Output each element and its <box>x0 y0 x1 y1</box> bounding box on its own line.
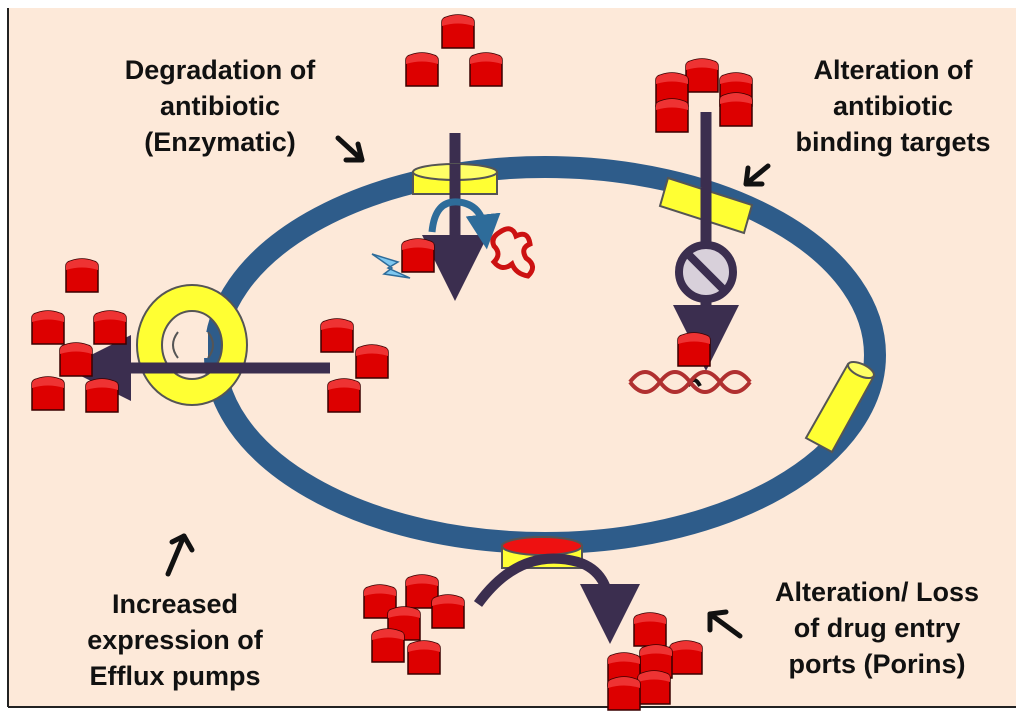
antibiotic-block-icon <box>65 258 99 293</box>
antibiotic-block-icon <box>655 98 689 133</box>
pointer-arrow-icon <box>335 135 365 163</box>
efflux-label-line: Increased <box>111 589 239 619</box>
degradation-label-line: (Enzymatic) <box>144 127 296 157</box>
degradation-label-line: antibiotic <box>160 91 280 121</box>
pointer-arrow-icon <box>707 609 743 639</box>
antibiotic-block-icon <box>685 58 719 93</box>
dna-helix-icon <box>628 370 752 394</box>
antibiotic-block-icon <box>405 52 439 87</box>
antibiotic-block-icon <box>719 92 753 127</box>
antibiotic-block-icon <box>669 640 703 675</box>
antibiotic-block-icon <box>441 14 475 49</box>
no-entry-icon <box>675 241 737 303</box>
porins-label: Alteration/ Loss of drug entry ports (Po… <box>752 574 1002 682</box>
antibiotic-block-icon <box>431 594 465 629</box>
background-panel <box>8 8 1016 707</box>
degradation-arrow <box>428 198 501 250</box>
degradation-label: Degradation of antibiotic (Enzymatic) <box>70 52 370 160</box>
efflux-pump-icon <box>135 284 249 406</box>
efflux-label: Increased expression of Efflux pumps <box>60 586 290 694</box>
antibiotic-block-icon <box>401 238 435 273</box>
antibiotic-block-icon <box>59 342 93 377</box>
porin-bypass-arrow <box>473 553 640 644</box>
binding-label-line: antibiotic <box>833 91 953 121</box>
binding-targets-label: Alteration of antibiotic binding targets <box>768 52 1018 160</box>
antibiotic-block-icon <box>607 676 641 711</box>
antibiotic-block-icon <box>677 332 711 367</box>
efflux-label-line: Efflux pumps <box>89 661 261 691</box>
antibiotic-block-icon <box>633 612 667 647</box>
pointer-arrow-icon <box>743 163 771 187</box>
antibiotic-block-icon <box>469 52 503 87</box>
enzyme-spark-icon <box>371 253 411 279</box>
binding-label-line: Alteration of <box>813 55 973 85</box>
porins-label-line: ports (Porins) <box>788 649 966 679</box>
binding-label-line: binding targets <box>795 127 991 157</box>
antibiotic-block-icon <box>93 310 127 345</box>
antibiotic-block-icon <box>637 670 671 705</box>
porin-right-top-icon <box>658 176 754 235</box>
antibiotic-block-icon <box>31 310 65 345</box>
porins-label-line: Alteration/ Loss <box>774 577 980 607</box>
antibiotic-block-icon <box>407 640 441 675</box>
pointer-arrow-icon <box>165 533 195 577</box>
degraded-antibiotic-icon <box>490 226 535 279</box>
degradation-label-line: Degradation of <box>124 55 316 85</box>
porin-right-icon <box>804 360 876 454</box>
antibiotic-block-icon <box>320 318 354 353</box>
antibiotic-block-icon <box>85 378 119 413</box>
porin-top-icon <box>412 163 498 196</box>
antibiotic-block-icon <box>31 376 65 411</box>
antibiotic-block-icon <box>371 628 405 663</box>
porins-label-line: of drug entry <box>793 613 961 643</box>
antibiotic-block-icon <box>355 344 389 379</box>
antibiotic-block-icon <box>327 378 361 413</box>
efflux-label-line: expression of <box>87 625 263 655</box>
